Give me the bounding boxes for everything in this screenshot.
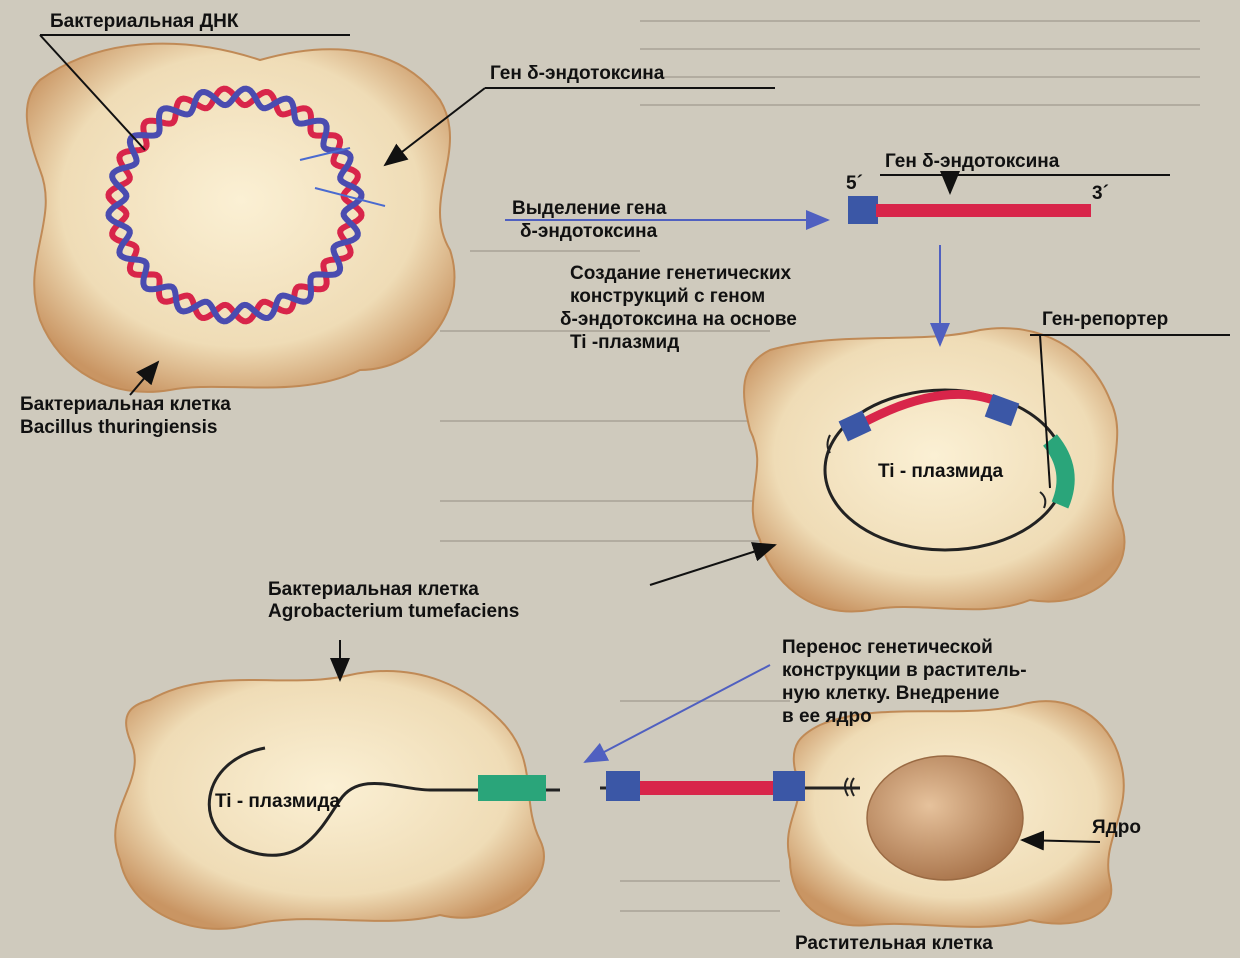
construct-gene-bar [640,781,775,795]
label-construct-4: Ti -плазмид [570,331,679,354]
construct-left-marker [606,771,640,801]
label-gene-line-title: Ген δ-эндотоксина [885,150,1059,173]
label-construct-2: конструкций с геном [570,285,765,308]
label-isolation-1: Выделение гена [512,197,667,220]
delta-endotoxin-gene-bar [876,204,1091,217]
label-delta-gene-top: Ген δ-эндотоксина [490,62,664,85]
label-nucleus: Ядро [1092,816,1141,839]
label-transfer-4: в ее ядро [782,705,872,728]
bacillus-cell [27,44,455,392]
label-five-prime: 5´ [846,172,863,195]
label-three-prime: 3´ [1092,182,1109,205]
nucleus [867,756,1023,880]
gene-5prime-block [848,196,878,224]
arrow-transfer [585,665,770,762]
label-transfer-3: ную клетку. Внедрение [782,682,999,705]
label-bacillus-1: Бактериальная клетка [20,393,231,416]
label-transfer-1: Перенос генетической [782,636,993,659]
label-bacterial-dna: Бактериальная ДНК [50,10,238,33]
construct-right-marker [773,771,805,801]
label-agro-1: Бактериальная клетка [268,578,479,601]
label-isolation-2: δ-эндотоксина [520,220,657,243]
label-transfer-2: конструкции в раститель- [782,659,1027,682]
label-construct-3: δ-эндотоксина на основе [560,308,797,331]
label-plant-cell: Растительная клетка [795,932,993,955]
label-ti-plasmid-bottom: Ti - плазмида [215,790,340,813]
pointer-agro-cell [650,545,775,585]
label-ti-plasmid-top: Ti - плазмида [878,460,1003,483]
label-construct-1: Создание генетических [570,262,791,285]
label-reporter-gene: Ген-репортер [1042,308,1168,331]
agro-reporter-block [478,775,546,801]
label-bacillus-2: Bacillus thuringiensis [20,416,217,439]
label-agro-2: Agrobacterium tumefaciens [268,600,519,623]
